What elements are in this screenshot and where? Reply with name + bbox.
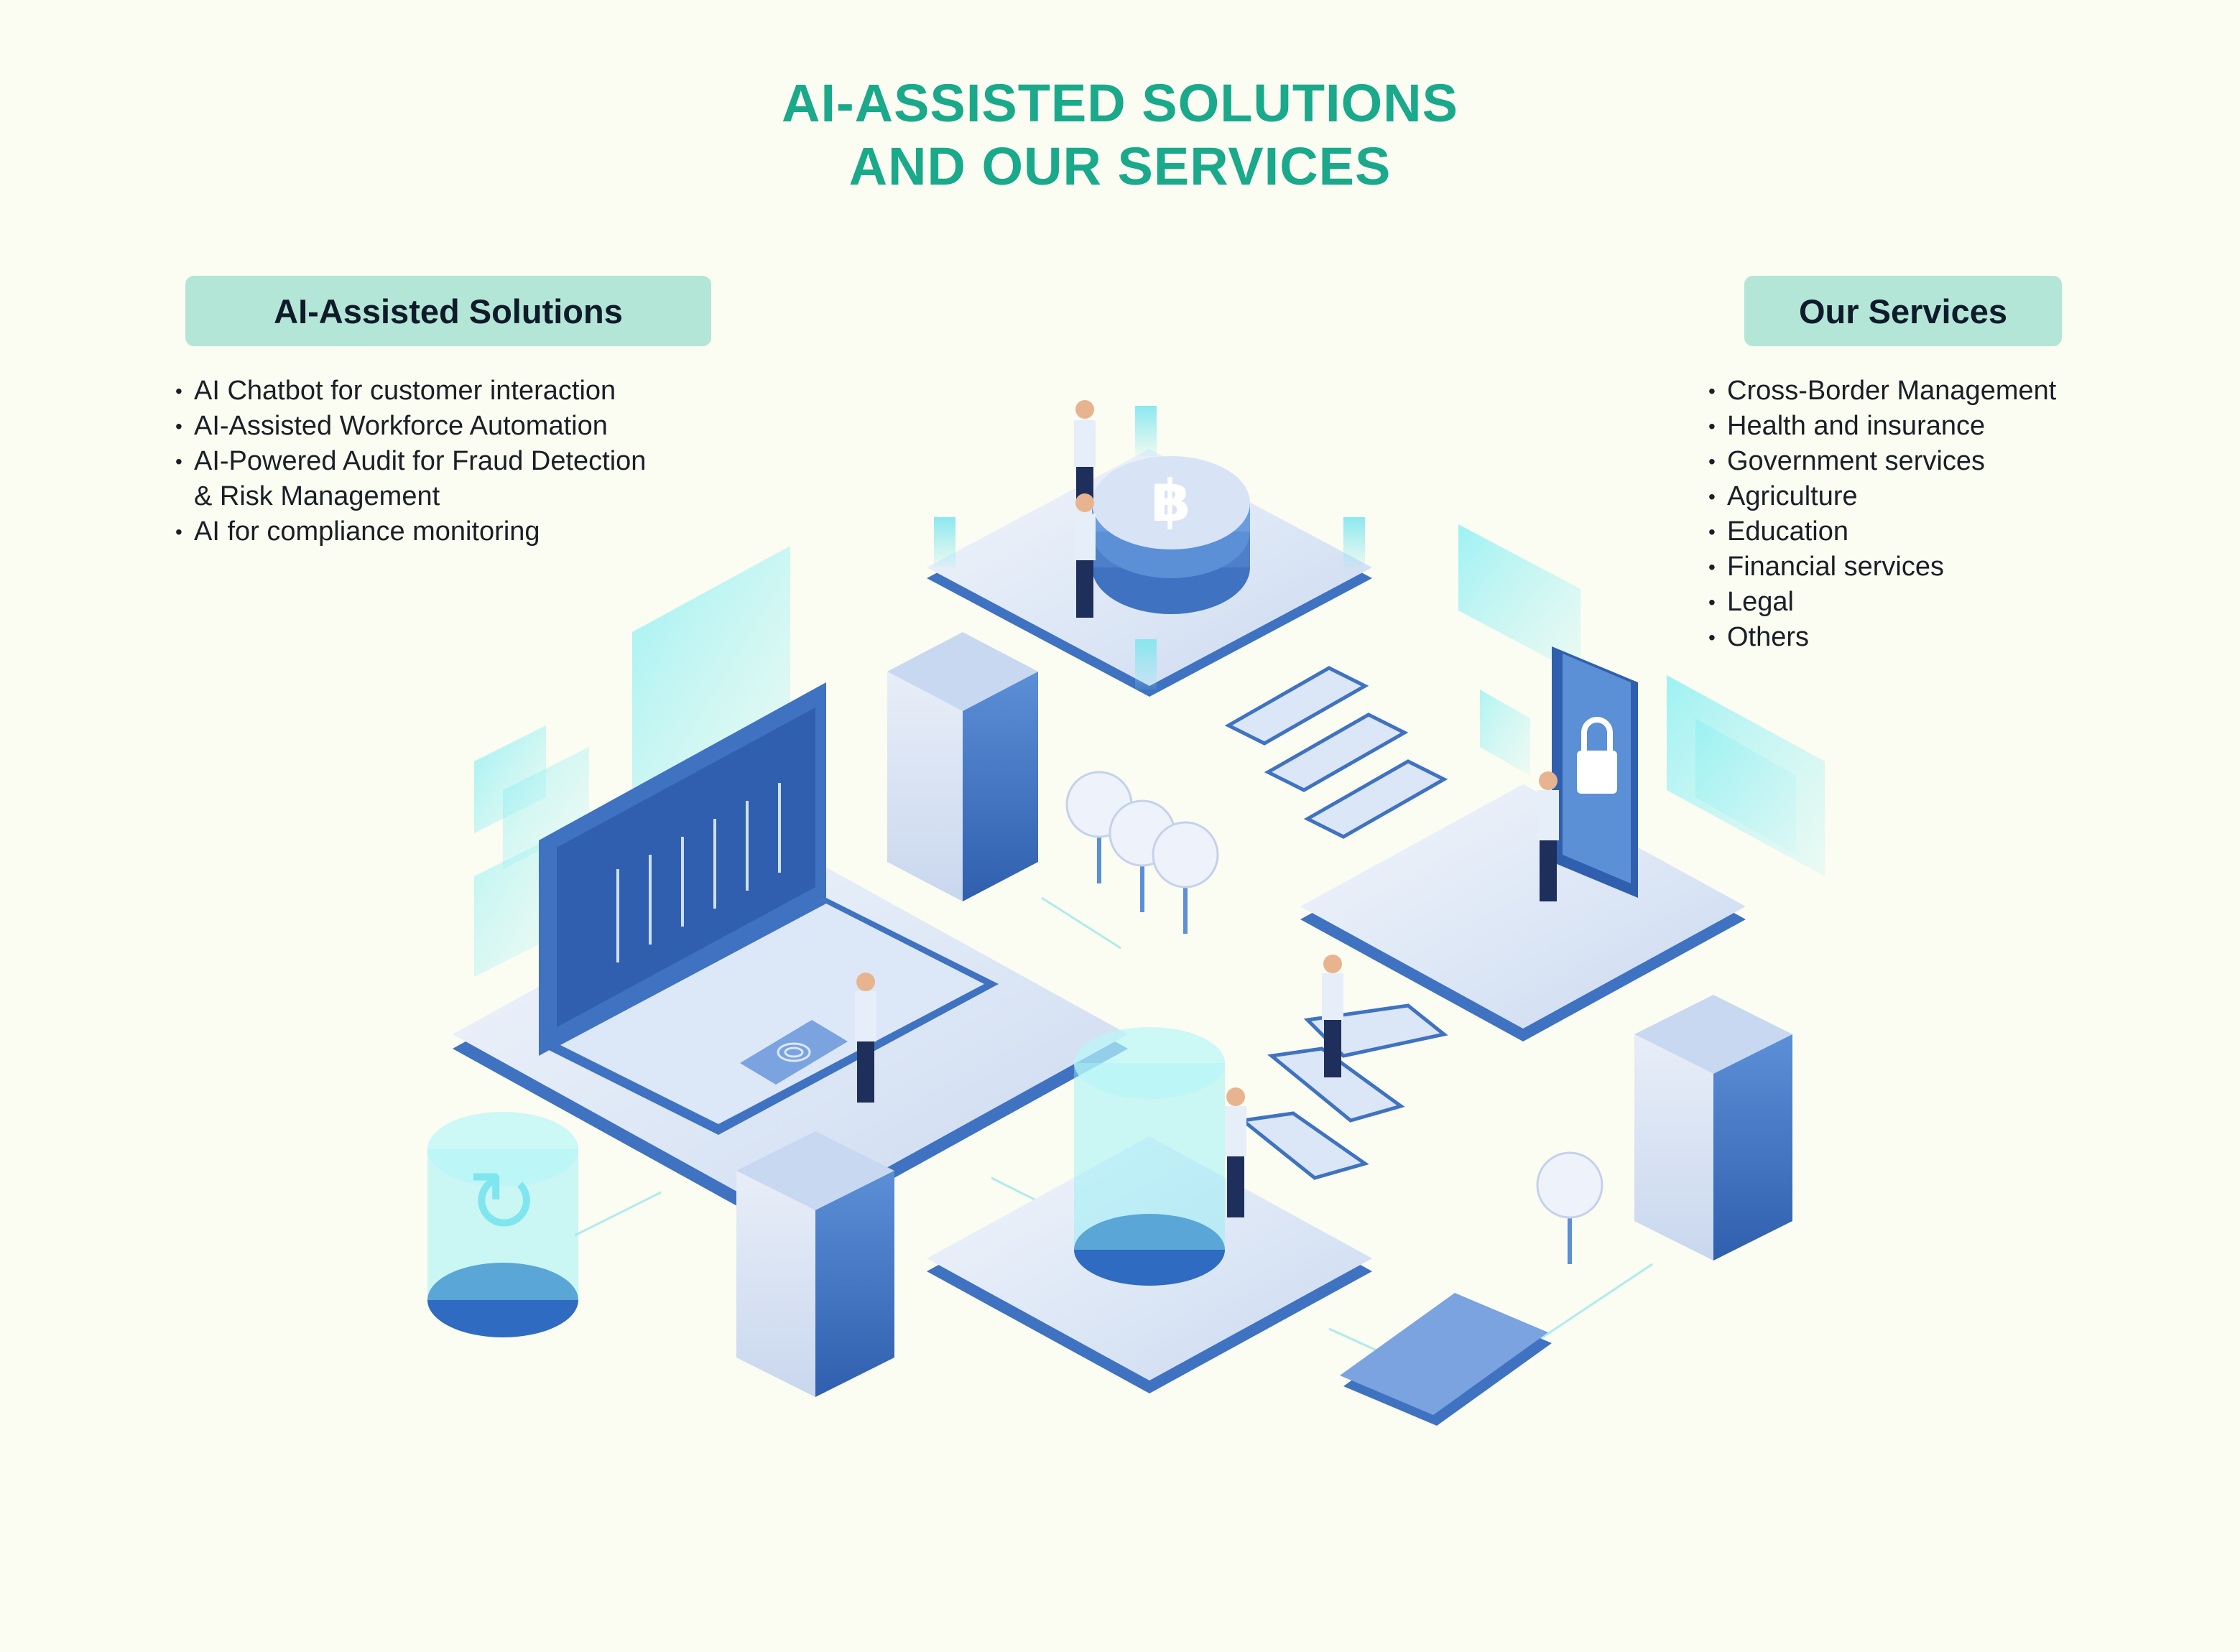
building-front: [736, 1131, 894, 1397]
bottom-platform: [927, 1027, 1372, 1393]
steps: [1224, 666, 1448, 1180]
solutions-item: AI Chatbot for customer interaction: [175, 373, 646, 409]
solutions-item: AI-Powered Audit for Fraud Detection: [175, 444, 646, 479]
person: [1074, 493, 1096, 618]
solutions-item: AI for compliance monitoring: [175, 514, 646, 549]
page-title: AI-ASSISTED SOLUTIONS AND OUR SERVICES: [0, 72, 2240, 198]
person: [1537, 771, 1559, 901]
services-item: Health and insurance: [1708, 409, 2056, 444]
services-item: Others: [1708, 620, 2056, 655]
title-line-1: AI-ASSISTED SOLUTIONS: [782, 73, 1458, 133]
title-line-2: AND OUR SERVICES: [848, 136, 1392, 196]
person: [1322, 955, 1343, 1077]
person: [1074, 400, 1096, 506]
services-item: Education: [1708, 514, 2056, 549]
services-item: Financial services: [1708, 549, 2056, 585]
building-back: [887, 632, 1038, 901]
solutions-heading: AI-Assisted Solutions: [274, 292, 623, 330]
fingerprint-icon: [777, 1042, 811, 1062]
people: [855, 400, 1559, 1217]
solutions-heading-pill: AI-Assisted Solutions: [185, 276, 711, 346]
services-item: Cross-Border Management: [1708, 373, 2056, 409]
services-list: Cross-Border Management Health and insur…: [1708, 373, 2056, 655]
padlock-icon: [1577, 717, 1617, 794]
person: [855, 973, 876, 1103]
solutions-item-continuation: & Risk Management: [194, 481, 440, 511]
trees: [1065, 771, 1603, 1264]
laptop-platform: [453, 682, 1128, 1235]
services-heading-pill: Our Services: [1744, 276, 2062, 346]
solutions-list: AI Chatbot for customer interaction AI-A…: [175, 373, 646, 549]
phone-platform: [1300, 646, 1746, 1041]
bitcoin-coin-icon: ฿: [1151, 469, 1191, 533]
services-heading: Our Services: [1798, 292, 2007, 330]
power-bank: [1340, 1293, 1552, 1426]
services-item: Agriculture: [1708, 479, 2056, 514]
top-platform: ฿: [927, 406, 1372, 697]
refresh-icon: ↻: [467, 1154, 540, 1250]
chart-icon: [616, 783, 781, 962]
floating-panels: [474, 524, 1825, 977]
services-item: Government services: [1708, 444, 2056, 479]
building-right: [1634, 995, 1792, 1261]
solutions-item: AI-Assisted Workforce Automation: [175, 409, 646, 444]
services-item: Legal: [1708, 585, 2056, 620]
person: [1225, 1087, 1246, 1217]
sync-cylinder: ↻: [427, 1112, 578, 1337]
